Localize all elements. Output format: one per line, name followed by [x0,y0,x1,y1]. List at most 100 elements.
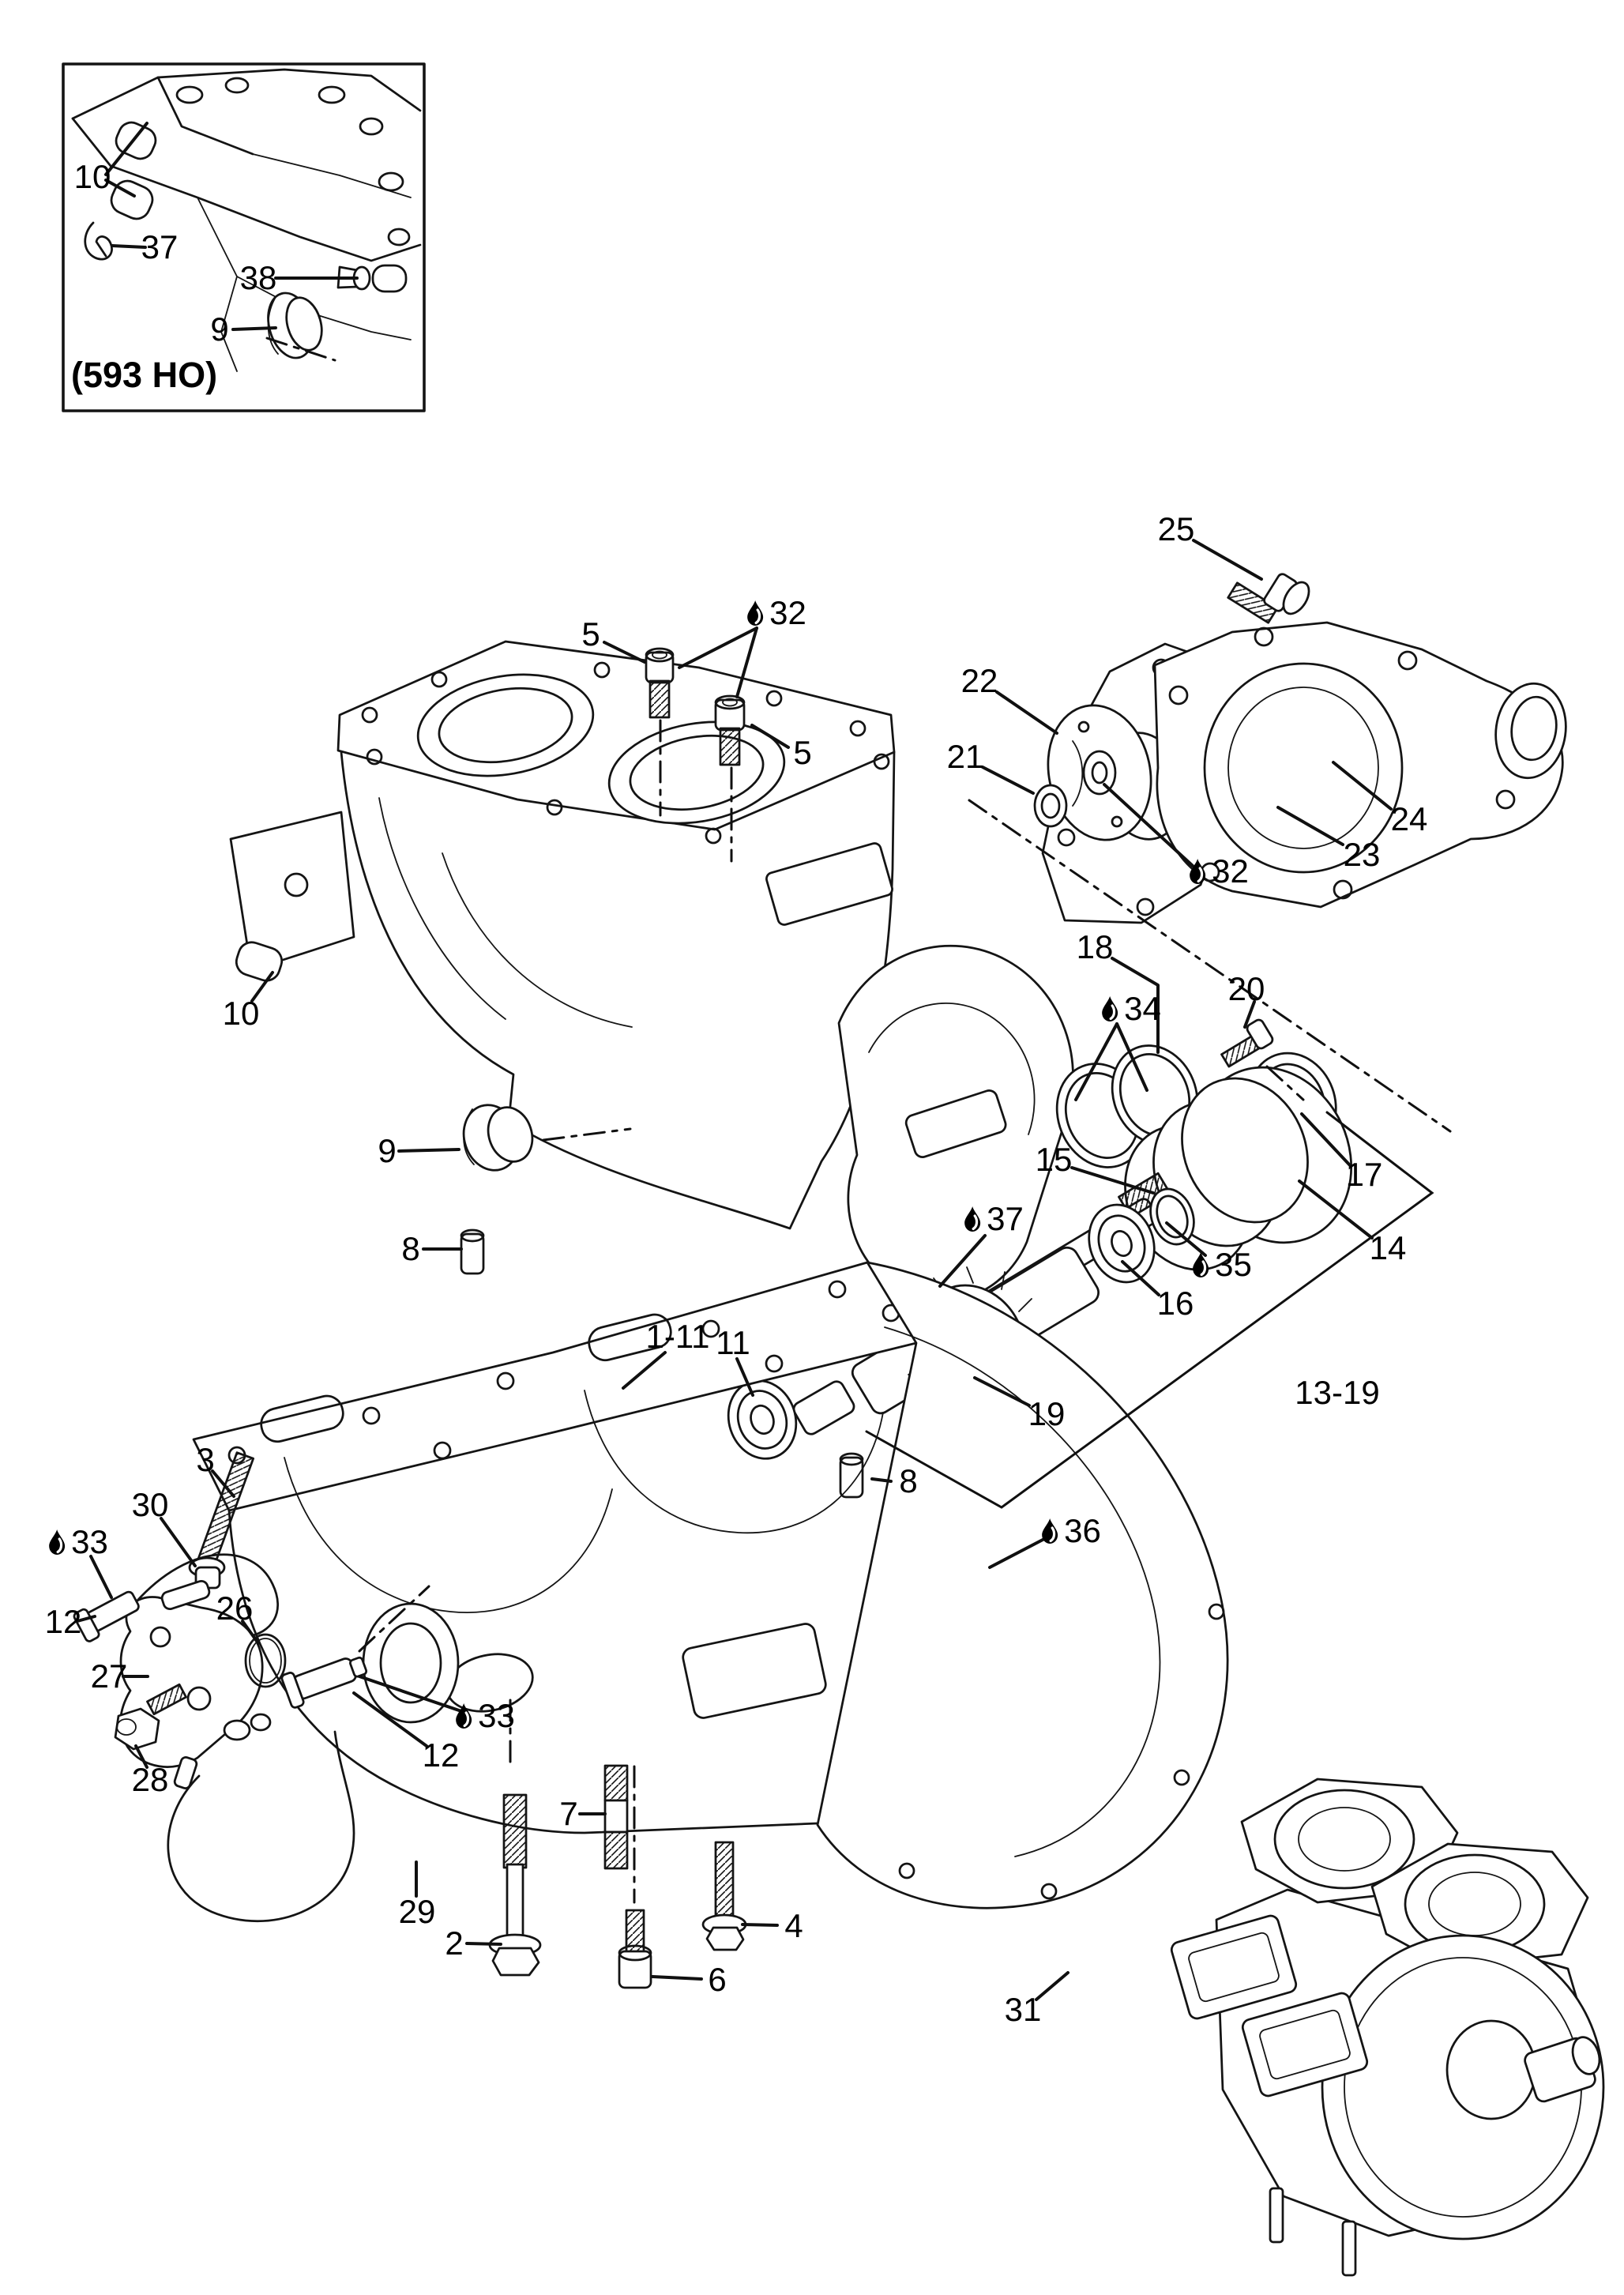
leader-line [542,1127,632,1142]
callout-text: 27 [90,1657,128,1695]
callout-30: 30 [132,1488,169,1522]
leader-line [1074,1022,1118,1101]
callout-29: 29 [399,1895,436,1928]
callout-38: 38 [240,261,277,295]
leader-line [735,1357,754,1397]
leader-line [1115,1022,1148,1092]
callout-4: 4 [784,1909,803,1943]
callout-text: 13-19 [1295,1374,1380,1411]
callout-text: 26 [216,1590,254,1627]
callout-9: 9 [210,313,228,346]
callout-text: 16 [1156,1285,1194,1322]
water-pump-art [1033,573,1567,924]
callout-text: 32 [1212,852,1249,890]
oil-pump-art [73,1553,368,1923]
leader-line [134,1744,148,1769]
callout-37: 37 [964,1202,1024,1236]
leader-line [973,1376,1031,1407]
lower-fasteners-art [488,1764,747,1989]
callout-text: 30 [131,1486,169,1523]
leader-line [750,724,790,749]
callout-text: 17 [1345,1156,1383,1193]
callout-text: 12 [422,1736,460,1774]
leader-line [1300,1112,1351,1167]
callout-text: 11 [716,1324,750,1361]
leader-line [104,122,148,176]
callout-22: 22 [961,664,998,698]
leader-line [741,1923,779,1927]
leader-line [988,1537,1046,1569]
oil-drop-icon [747,600,764,626]
leader-line [938,1234,987,1288]
leader-line [1035,1971,1070,2001]
oil-drop-icon [49,1529,66,1555]
callout-text: 18 [1076,928,1114,965]
inset-caption: (593 HO) [71,355,218,395]
callout-26: 26 [216,1592,254,1625]
callout-text: 38 [239,259,277,296]
callout-text: 5 [581,615,600,653]
callout-text: 24 [1390,800,1428,837]
callout-text: 10 [222,995,260,1032]
callout-text: 37 [987,1200,1024,1237]
callout-text: 7 [559,1795,578,1832]
leader-line [870,1477,893,1483]
callout-text: 1-11 [645,1318,710,1355]
leader-line [678,626,758,669]
leader-line [1298,1179,1374,1240]
callout-32: 32 [746,596,806,630]
leader-line [1070,1166,1155,1195]
callout-36: 36 [1041,1514,1101,1548]
oil-drop-icon [456,1703,472,1729]
leader-line [241,1620,260,1645]
callout-1-11: 1-11 [646,1320,710,1353]
leader-line [1111,957,1160,1054]
callout-text: 32 [769,594,806,631]
callout-12: 12 [45,1605,82,1638]
oil-drop-icon [1190,859,1206,884]
callout-text: 14 [1369,1229,1407,1266]
leader-line [1165,1221,1207,1257]
callout-5: 5 [581,618,600,651]
oil-drop-icon [1193,1252,1209,1277]
leader-line [981,766,1035,795]
callout-text: 8 [899,1462,918,1499]
leader-line [603,641,646,664]
callout-11: 11 [716,1326,750,1360]
callout-3: 3 [196,1443,214,1477]
callout-text: 4 [784,1907,803,1944]
callout-7: 7 [559,1797,577,1830]
leader-line [76,1615,96,1623]
callout-text: 20 [1227,970,1265,1007]
leader-line [1103,783,1194,867]
engine-assembly-art [1170,1778,1605,2277]
callout-16: 16 [1157,1287,1194,1320]
callout-text: 9 [210,310,229,348]
callout-27: 27 [91,1660,128,1693]
leader-line [1121,1260,1160,1296]
callout-text: 29 [398,1893,436,1930]
leader-line [111,244,147,249]
callout-15: 15 [1036,1143,1073,1176]
leader-line [622,1351,667,1390]
upper-crankcase-art [229,640,1074,1303]
leader-line [968,799,1452,1133]
callout-23: 23 [1344,838,1381,871]
callout-text: 34 [1124,990,1161,1027]
callout-5: 5 [793,736,811,769]
callout-text: 37 [141,228,179,265]
leader-line [651,1975,703,1981]
callout-text: 10 [73,158,111,195]
leader-line [735,626,758,698]
callout-text: 36 [1064,1512,1101,1549]
leader-line [358,1585,430,1653]
callout-32: 32 [1189,855,1249,888]
callout-8: 8 [401,1232,419,1266]
callout-9: 9 [378,1134,396,1168]
leader-line [1276,806,1344,846]
oil-drop-icon [1102,996,1118,1021]
callout-34: 34 [1101,992,1161,1025]
callout-8: 8 [899,1465,917,1498]
